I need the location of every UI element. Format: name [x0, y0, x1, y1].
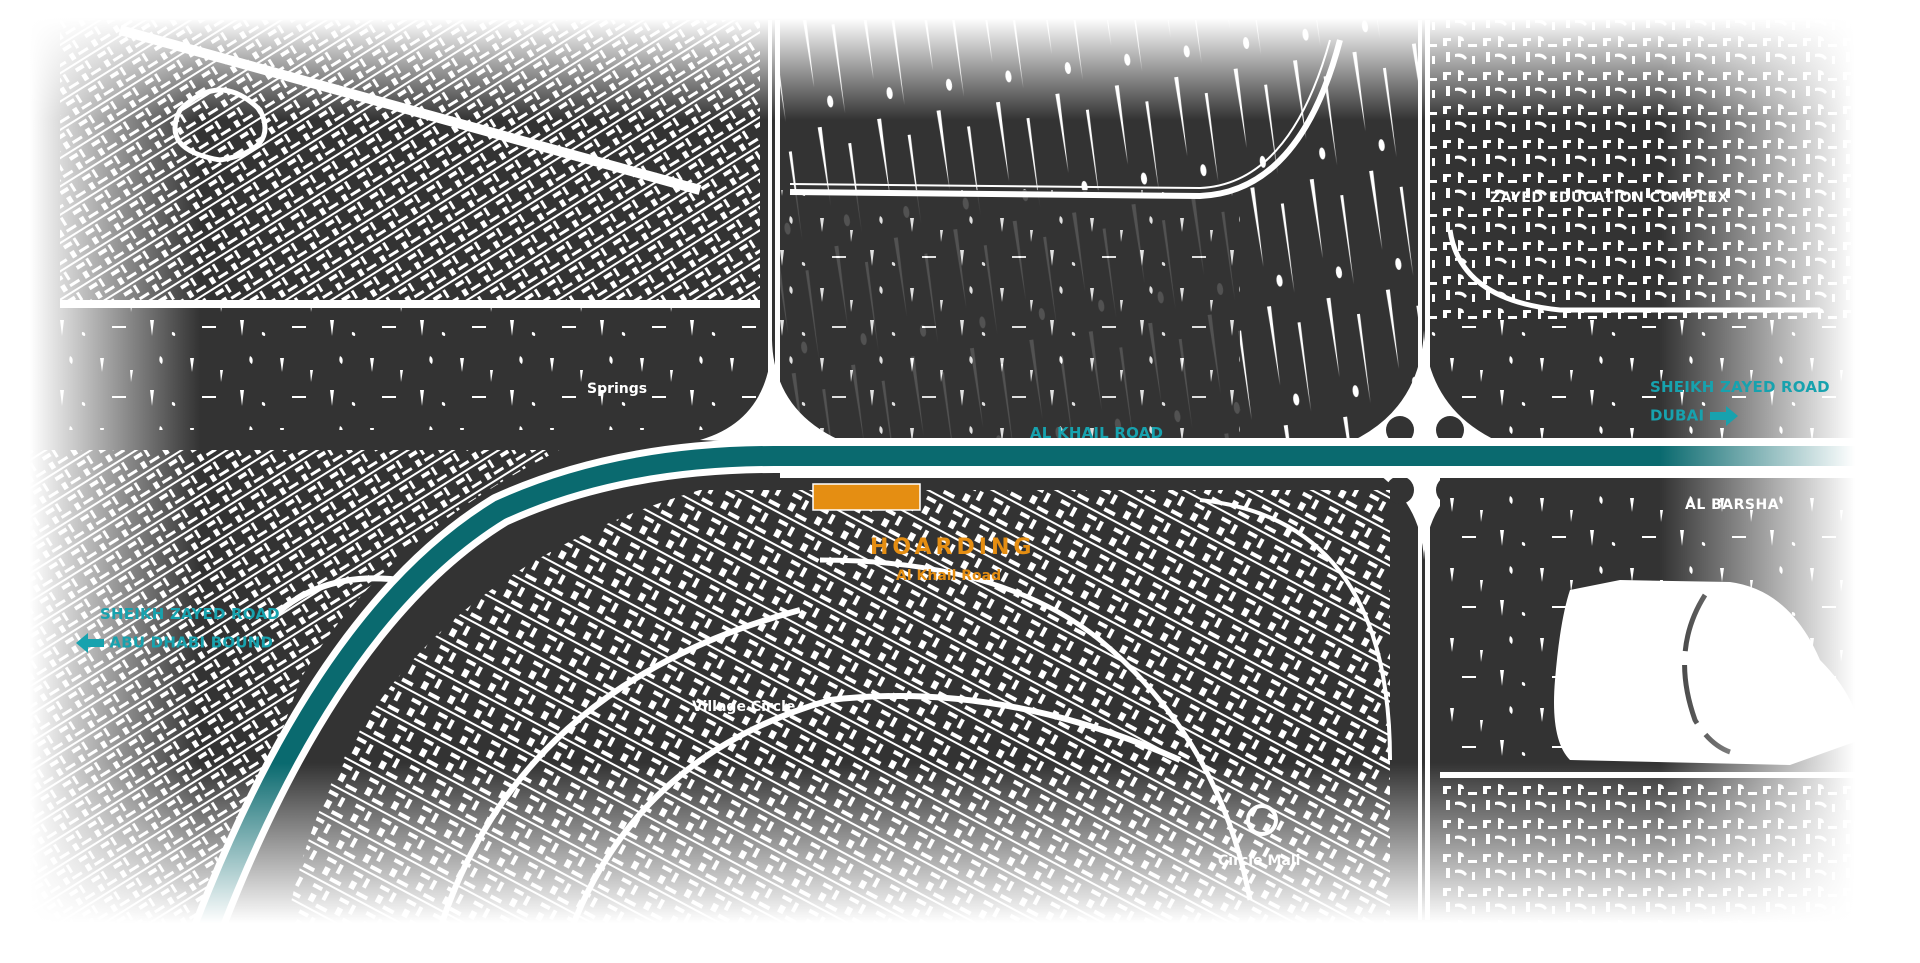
place-springs[interactable]: Springs — [587, 381, 648, 397]
springs-district — [60, 20, 760, 310]
zayed-complex-district — [1430, 20, 1890, 320]
place-al-barsha[interactable]: AL BARSHA — [1685, 497, 1780, 513]
al-barsha-south — [1440, 775, 1900, 963]
springs-boundary-road — [60, 300, 760, 308]
place-village-circle[interactable]: Village Circle — [692, 699, 796, 715]
hoarding-marker — [812, 483, 921, 511]
direction-east-city: DUBAI — [1650, 406, 1705, 425]
arrow-right-icon — [1709, 406, 1738, 426]
hoarding-title[interactable]: HOARDING — [870, 535, 1036, 560]
place-circle-mall[interactable]: Circle Mall — [1218, 853, 1301, 869]
direction-west-label: SHEIKH ZAYED ROAD — [100, 605, 280, 623]
direction-east-sub: DUBAI — [1650, 406, 1738, 426]
springs-strip — [60, 300, 760, 430]
hoarding-subtitle: Al Khail Road — [896, 568, 1002, 584]
place-zayed-complex[interactable]: ZAYED EDUCATION COMPLEX — [1490, 190, 1729, 206]
arrow-left-icon — [76, 633, 104, 653]
al-khail-road-label: AL KHAIL ROAD — [1030, 424, 1164, 442]
direction-west-sub: ABU DHABI BOUND — [76, 633, 273, 653]
interchange-west — [700, 340, 860, 448]
direction-east-label: SHEIKH ZAYED ROAD — [1650, 378, 1830, 396]
direction-west-city: ABU DHABI BOUND — [109, 633, 274, 652]
